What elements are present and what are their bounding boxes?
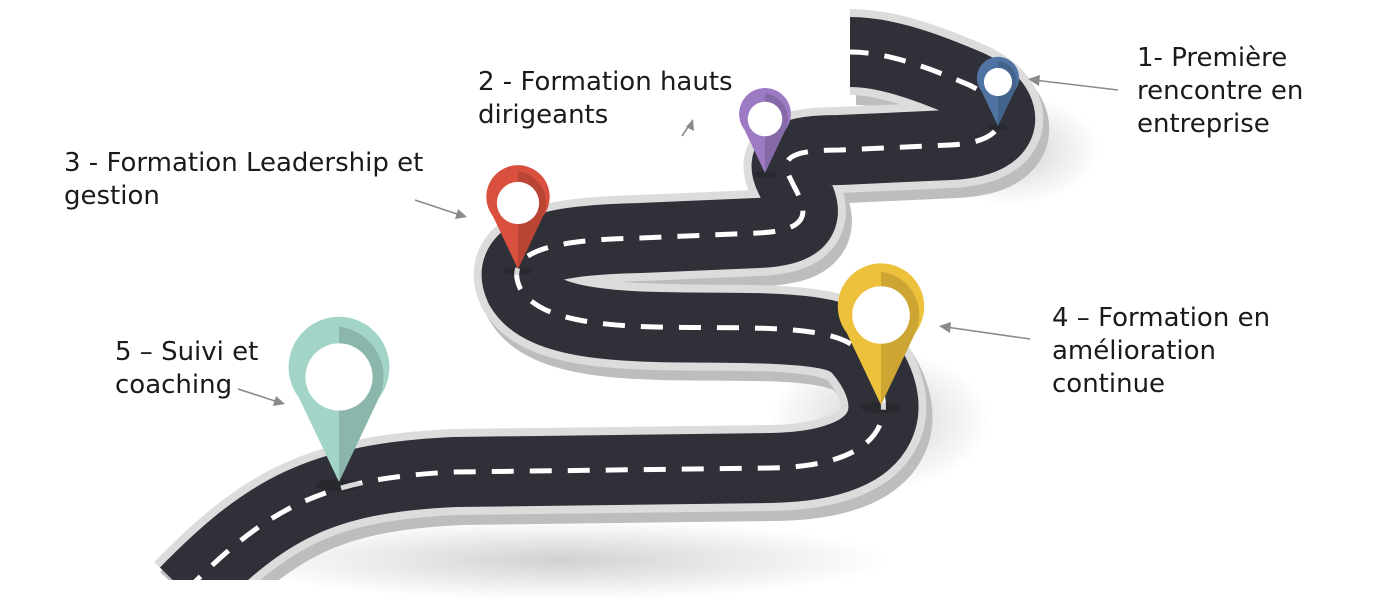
step-1-label-line: 1- Première <box>1137 43 1288 73</box>
connector-arrows <box>237 75 1119 406</box>
step-3-label-line: gestion <box>64 181 160 211</box>
arrow-head-step-1 <box>1028 75 1040 86</box>
arrow-step-1 <box>1033 79 1119 91</box>
arrow-head-step-2 <box>686 119 694 131</box>
arrow-head-step-5 <box>273 396 285 406</box>
map-pin-step-3 <box>486 165 550 275</box>
step-5-label-line: 5 – Suivi et <box>115 337 259 367</box>
step-2-label-line: dirigeants <box>478 100 609 130</box>
step-4-label-line: 4 – Formation en <box>1052 303 1271 333</box>
step-3-label: 3 - Formation Leadership et gestion <box>64 147 423 213</box>
step-1-label: 1- Première rencontre en entreprise <box>1137 42 1303 141</box>
step-2-label-line: 2 - Formation hauts <box>478 67 733 97</box>
step-4-label-line: continue <box>1052 369 1166 399</box>
step-1-label-line: rencontre en <box>1137 76 1304 106</box>
step-1-label-line: entreprise <box>1137 109 1270 139</box>
map-pin-step-1 <box>976 56 1020 130</box>
arrow-head-step-4 <box>939 322 951 333</box>
step-3-label-line: 3 - Formation Leadership et <box>64 148 424 178</box>
road-shadow <box>230 520 890 600</box>
arrow-head-step-3 <box>455 209 467 219</box>
map-pin-step-5 <box>288 316 390 492</box>
map-pin-step-2 <box>739 88 791 178</box>
step-4-label-line: amélioration <box>1052 336 1217 366</box>
arrow-step-5 <box>237 388 279 403</box>
step-5-label-line: coaching <box>115 370 233 400</box>
step-2-label: 2 - Formation hauts dirigeants <box>478 66 733 132</box>
arrow-step-4 <box>945 326 1031 340</box>
map-pin-step-4 <box>837 263 925 414</box>
step-4-label: 4 – Formation en amélioration continue <box>1052 302 1270 401</box>
step-5-label: 5 – Suivi et coaching <box>115 336 258 402</box>
arrow-step-3 <box>414 199 461 216</box>
